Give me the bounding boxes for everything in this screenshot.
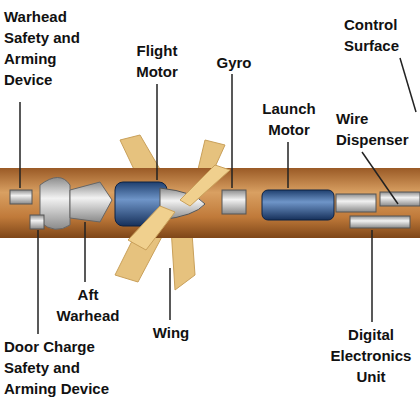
part-label: Wing xyxy=(148,322,194,343)
part-label: Aft Warhead xyxy=(56,284,120,326)
part-label: Control Surface xyxy=(344,14,416,56)
part-label: Door Charge Safety and Arming Device xyxy=(4,336,128,399)
part-label: Warhead Safety and Arming Device xyxy=(4,6,96,90)
part-label: Gyro xyxy=(212,52,256,73)
part-label: Digital Electronics Unit xyxy=(326,324,416,387)
part-label: Flight Motor xyxy=(122,40,192,82)
part-label: Wire Dispenser xyxy=(336,108,416,150)
part-label: Launch Motor xyxy=(258,98,320,140)
